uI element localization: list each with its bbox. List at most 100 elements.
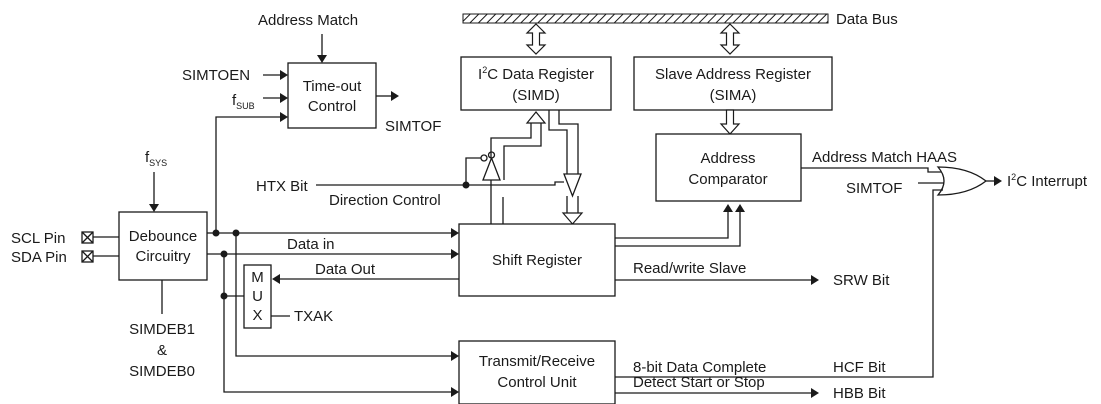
i2c-data-register-rest: C Data Register xyxy=(487,66,594,83)
haas-wire xyxy=(801,167,942,173)
shift-to-comparator-wire-a xyxy=(615,212,729,239)
scl-to-txrx-arrowhead xyxy=(451,351,459,361)
srw-bit-label: SRW Bit xyxy=(833,272,890,289)
tristate-buffer-down xyxy=(563,173,582,198)
time-out-control-line1: Time-out xyxy=(303,78,362,95)
shift-to-comparator-arrowhead-a xyxy=(723,204,733,212)
mux-block xyxy=(243,264,272,329)
simtof-out-label: SIMTOF xyxy=(385,118,441,135)
shift-to-comparator-wire-b xyxy=(615,212,741,247)
sda-to-txrx-wire xyxy=(223,254,452,393)
shift-register-block xyxy=(458,223,616,297)
data-bus-label: Data Bus xyxy=(836,11,898,28)
debounce-circuitry-line1: Debounce xyxy=(129,228,197,245)
mux-letter-x: X xyxy=(252,307,262,324)
direction-enable-bubble xyxy=(480,154,488,162)
i2c-interrupt-sup: 2 xyxy=(1011,172,1016,182)
scl-to-txrx-wire xyxy=(235,233,452,357)
simtoen-arrowhead xyxy=(280,70,288,80)
debounce-to-timeout-arrowhead xyxy=(280,112,288,122)
simdeb1-label: SIMDEB1 xyxy=(129,321,195,338)
buffer-down-input-wire-r xyxy=(558,110,579,174)
shift-register-input-arrowhead xyxy=(561,212,584,225)
data-bus xyxy=(462,13,829,24)
address-comparator-block xyxy=(655,133,802,202)
transmit-receive-line1: Transmit/Receive xyxy=(479,353,595,370)
buffer-down-input-wire-l xyxy=(548,110,568,174)
hbb-bit-label: HBB Bit xyxy=(833,385,886,402)
debounce-to-timeout-wire xyxy=(215,116,281,233)
simd-input-arrowhead xyxy=(525,111,547,124)
fsys-label: fSYS xyxy=(145,149,167,168)
slave-address-register-line2: (SIMA) xyxy=(710,87,757,104)
mux-sda-junction-dot xyxy=(220,292,228,300)
fsys-subscript: SYS xyxy=(149,158,167,168)
htx-bit-label: HTX Bit xyxy=(256,178,309,195)
hcf-to-or-wire xyxy=(898,189,943,378)
htx-to-buffer-down-wire xyxy=(466,181,564,186)
bus-arrow-sima xyxy=(719,23,741,55)
fsub-f: f xyxy=(232,92,237,109)
transmit-receive-line2: Control Unit xyxy=(497,374,577,391)
data-in-arrowhead xyxy=(451,249,459,259)
simtof-in-label: SIMTOF xyxy=(846,180,902,197)
sda-pin-label: SDA Pin xyxy=(11,249,67,266)
interrupt-or-gate xyxy=(936,166,988,196)
data-out-label: Data Out xyxy=(315,261,376,278)
read-write-slave-arrowhead xyxy=(811,275,819,285)
slave-address-register-line1: Slave Address Register xyxy=(655,66,811,83)
scl-to-shift-arrowhead xyxy=(451,228,459,238)
shift-register-label: Shift Register xyxy=(492,252,582,269)
simdeb-amp-label: & xyxy=(157,342,167,359)
buffer-up-output-wire-l xyxy=(490,122,532,158)
fsub-label: fSUB xyxy=(232,92,255,111)
hcf-bit-label: HCF Bit xyxy=(833,359,886,376)
time-out-control-line2: Control xyxy=(308,98,356,115)
scl-pin-icon xyxy=(81,231,94,244)
data-out-arrowhead xyxy=(272,274,280,284)
i2c-data-register-line1: I2C Data Register xyxy=(478,65,594,83)
mux-letter-u: U xyxy=(252,288,263,305)
i2c-data-register-line2: (SIMD) xyxy=(512,87,560,104)
eight-bit-complete-label: 8-bit Data Complete xyxy=(633,359,766,376)
htx-to-buffer-up-wire xyxy=(465,157,484,185)
fsys-f: f xyxy=(145,149,150,166)
debounce-circuitry-line2: Circuitry xyxy=(136,248,191,265)
address-match-arrowhead xyxy=(317,55,327,63)
sda-pin-icon xyxy=(81,250,94,263)
bus-arrow-simd xyxy=(525,23,547,55)
address-comparator-line1: Address xyxy=(700,150,755,167)
simdeb0-label: SIMDEB0 xyxy=(129,363,195,380)
scl-pin-label: SCL Pin xyxy=(11,230,65,247)
i2c-interrupt-prefix: I xyxy=(1007,173,1011,190)
i2c-data-register-sup: 2 xyxy=(482,65,487,75)
shift-to-comparator-arrowhead-b xyxy=(735,204,745,212)
fsys-arrowhead xyxy=(149,204,159,212)
i2c-interrupt-label: I2C Interrupt xyxy=(1007,172,1088,190)
detect-start-stop-label: Detect Start or Stop xyxy=(633,374,765,391)
read-write-slave-label: Read/write Slave xyxy=(633,260,746,277)
i2c-interrupt-rest: C Interrupt xyxy=(1016,173,1088,190)
simtoen-label: SIMTOEN xyxy=(182,67,250,84)
address-match-label: Address Match xyxy=(258,12,358,29)
fsub-arrowhead xyxy=(280,93,288,103)
txak-label: TXAK xyxy=(294,308,333,325)
debounce-circuitry-block xyxy=(118,211,208,281)
data-in-label: Data in xyxy=(287,236,335,253)
i2c-data-register-block xyxy=(460,56,612,111)
buffer-up-output-wire-r xyxy=(503,122,542,180)
sima-to-comparator-arrow xyxy=(719,109,741,135)
transmit-receive-control-block xyxy=(458,340,616,404)
sda-to-txrx-arrowhead xyxy=(451,387,459,397)
detect-start-stop-arrowhead xyxy=(811,388,819,398)
direction-control-label: Direction Control xyxy=(329,192,441,209)
i2c-data-register-prefix: I xyxy=(478,66,482,83)
address-match-haas-label: Address Match HAAS xyxy=(812,149,957,166)
mux-letter-m: M xyxy=(251,269,264,286)
simtof-out-arrowhead xyxy=(391,91,399,101)
address-comparator-line2: Comparator xyxy=(688,171,767,188)
time-out-control-block xyxy=(287,62,377,129)
interrupt-out-arrowhead xyxy=(994,176,1002,186)
fsub-subscript: SUB xyxy=(236,101,255,111)
